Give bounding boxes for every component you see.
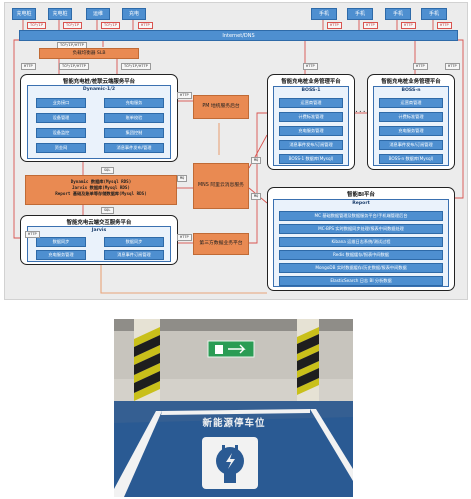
parking-space-photo: 新能源停车位 (114, 319, 353, 497)
mns-message-service: MNS 阿里云消息服务 (193, 163, 249, 209)
protocol-tag: HTTP (327, 22, 342, 29)
charging-plug-icon (202, 437, 258, 489)
module-event-subscribe: 消息事件订阅管理 (104, 250, 164, 260)
module-business-api: 业务接口 (36, 98, 86, 108)
module-redis: Redis 数据缓存/报表中间数据 (279, 250, 443, 260)
module-elasticsearch: ElasticSearch 日志 BI 分析数据 (279, 276, 443, 286)
mobile-box-3: 手机 (385, 8, 411, 20)
protocol-tag: HTTP (401, 22, 416, 29)
interaction-platform-title: 智能充电云端交互服务平台 (66, 220, 132, 226)
core-platform-panel: 智能充电桩/桩联云端服务平台 Dynamic-1/2 业务接口 充电服务 设备管… (20, 74, 178, 162)
protocol-tag: MQ (177, 175, 188, 182)
protocol-tag: MQ (251, 193, 262, 200)
operator-platform-panel: 智能充电桩业务管理平台 BOSS-1 运营商管理 计费标准管理 充电服务管理 消… (267, 74, 355, 170)
protocol-tag: HTTP (445, 63, 460, 70)
bi-platform-title: 智能BI平台 (347, 192, 375, 198)
protocol-tag: SQL (101, 167, 114, 174)
internet-dns-bar: Internet/DNS (19, 30, 458, 41)
module-billing-standard: 计费标准管理 (279, 112, 343, 122)
module-charging-service-mgmt: 充电服务管理 (36, 250, 86, 260)
protocol-tag: HTTP (437, 22, 452, 29)
db-report: Report 基础及账单等存储数据库(Mysql RDS) (55, 191, 147, 196)
module-operator-mgmt: 运营商管理 (379, 98, 443, 108)
gis-backend: PM 地统服务后台 (193, 95, 249, 119)
interaction-platform-panel: 智能充电云端交互服务平台 Jarvis 数据同步 数据同步 充电服务管理 消息事… (20, 215, 178, 265)
mobile-box-2: 手机 (347, 8, 373, 20)
jarvis-cluster-title: Jarvis (91, 228, 107, 233)
module-billing-standard: 计费标准管理 (379, 112, 443, 122)
module-data-sync-2: 数据同步 (104, 237, 164, 247)
operator-platform-title: 智能充电桩业务管理平台 (281, 79, 341, 85)
protocol-tag: TCP/IP (101, 22, 120, 29)
protocol-tag: SQL (101, 207, 114, 214)
module-boss-1-db: BOSS-1 数据库(Mysql) (279, 154, 343, 164)
protocol-tag: HTTP (177, 234, 192, 241)
bi-platform-panel: 智能BI平台 Report MC 基础数据管理及数据服务平台/手机端管理后台 M… (267, 187, 455, 291)
protocol-tag: HTTP (177, 92, 192, 99)
database-block: Dynamic 数据库(Mysql RDS) Jarvis 数据库(Mysql … (25, 175, 177, 205)
mobile-box-1: 手机 (311, 8, 337, 20)
protocol-tag: HTTP (363, 22, 378, 29)
report-cluster-title: Report (352, 201, 370, 206)
client-box-4: 充电 (122, 8, 146, 20)
module-event-publish: 消息事件发布/管理 (104, 143, 164, 153)
connection-lines (13, 20, 464, 294)
protocol-tag: HTTP (413, 63, 428, 70)
ellipsis: ...... (355, 105, 378, 115)
client-box-1: 充电桩 (12, 8, 36, 20)
load-balancer: 负载均衡器 SLB (39, 48, 139, 59)
module-funds: 资金网 (36, 143, 86, 153)
protocol-tag: HTTP (138, 22, 153, 29)
dynamic-cluster-title: Dynamic-1/2 (82, 87, 116, 92)
boss-n-title: BOSS-n (401, 88, 421, 93)
jarvis-cluster: Jarvis 数据同步 数据同步 充电服务管理 消息事件订阅管理 (27, 226, 171, 262)
module-charging-service-mgmt: 充电服务管理 (279, 126, 343, 136)
boss-1-cluster: BOSS-1 运营商管理 计费标准管理 充电服务管理 消息事件发布/订阅管理 B… (273, 86, 349, 166)
report-cluster: Report MC 基础数据管理及数据服务平台/手机端管理后台 MC-BPS 实… (273, 199, 449, 287)
dynamic-cluster: Dynamic-1/2 业务接口 充电服务 设备管理 账单校验 设备监控 集团控… (27, 85, 171, 159)
architecture-diagram: 充电桩 充电桩 运维 充电 手机 手机 手机 手机 TCP/IP TCP/IP … (4, 2, 468, 300)
protocol-tag: HTTP (21, 63, 36, 70)
module-device-management: 设备管理 (36, 113, 86, 123)
module-group-control: 集团控制 (104, 128, 164, 138)
db-jarvis: Jarvis 数据库(Mysql RDS) (72, 185, 130, 190)
protocol-tag: TCP/IP/HTTP (59, 63, 89, 70)
module-kibana: Kibana 运维日志系统/测试过程 (279, 237, 443, 247)
module-mongodb: MongoDB 实时数据缓存/历史数据/报表中间数据 (279, 263, 443, 273)
protocol-tag: HTTP (25, 231, 40, 238)
core-platform-title: 智能充电桩/桩联云端服务平台 (62, 79, 136, 85)
protocol-tag: TCP/IP (63, 22, 82, 29)
module-mc-bps: MC-BPS 实时数据同步处理/报表中间数据处理 (279, 224, 443, 234)
module-operator-mgmt: 运营商管理 (279, 98, 343, 108)
module-event-pubsub: 消息事件发布/订阅管理 (379, 140, 443, 150)
protocol-tag: MQ (251, 157, 262, 164)
module-device-monitor: 设备监控 (36, 128, 86, 138)
mobile-box-4: 手机 (421, 8, 447, 20)
protocol-tag: TCP/IP/HTTP (121, 63, 151, 70)
floor-sign-text: 新能源停车位 (202, 418, 266, 429)
module-bill-check: 账单校验 (104, 113, 164, 123)
module-charging-service: 充电服务 (104, 98, 164, 108)
third-party-platform: 第三方数据业务平台 (193, 233, 249, 255)
db-dynamic: Dynamic 数据库(Mysql RDS) (70, 179, 132, 184)
client-box-2: 充电桩 (48, 8, 72, 20)
boss-1-title: BOSS-1 (301, 88, 321, 93)
module-boss-n-db: BOSS-n 数据库(Mysql) (379, 154, 443, 164)
module-mc-base: MC 基础数据管理及数据服务平台/手机端管理后台 (279, 211, 443, 221)
module-data-sync-1: 数据同步 (36, 237, 86, 247)
protocol-tag: HTTP (303, 63, 318, 70)
operator-platform-n-panel: 智能充电桩业务管理平台 BOSS-n 运营商管理 计费标准管理 充电服务管理 消… (367, 74, 455, 170)
client-box-3: 运维 (86, 8, 110, 20)
protocol-tag: TCP/IP (27, 22, 46, 29)
module-event-pubsub: 消息事件发布/订阅管理 (279, 140, 343, 150)
operator-platform-n-title: 智能充电桩业务管理平台 (381, 79, 441, 85)
module-charging-service-mgmt: 充电服务管理 (379, 126, 443, 136)
boss-n-cluster: BOSS-n 运营商管理 计费标准管理 充电服务管理 消息事件发布/订阅管理 B… (373, 86, 449, 166)
